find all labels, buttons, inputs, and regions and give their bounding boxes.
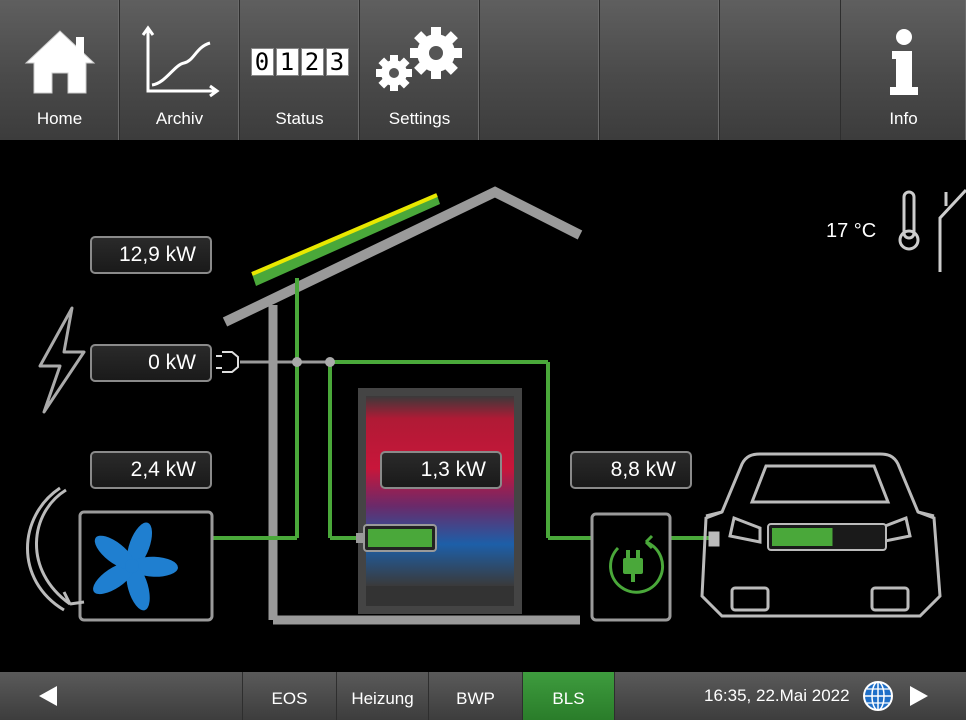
settings-button[interactable]: Settings <box>360 0 480 140</box>
tab-eos-label: EOS <box>271 689 308 708</box>
heat-pump-unit <box>78 510 214 622</box>
storage-battery-icon <box>356 524 437 552</box>
plug-icon <box>216 351 239 373</box>
counter-digit: 1 <box>275 48 299 76</box>
counter-digit: 0 <box>250 48 274 76</box>
energy-flow-diagram: 12,9 kW 0 kW 2,4 kW 1,3 kW 8,8 kW 17 °C <box>0 140 966 672</box>
car-battery-icon <box>767 523 887 551</box>
energy-flow-graphic <box>26 186 966 625</box>
wallbox-charger <box>590 512 672 622</box>
prev-page-button[interactable] <box>0 672 96 720</box>
energy-flow-lines <box>213 278 712 540</box>
tab-heizung[interactable]: Heizung <box>337 672 429 720</box>
status-label: Status <box>275 109 324 128</box>
junction-dot <box>325 357 335 367</box>
tab-bwp[interactable]: BWP <box>429 672 523 720</box>
counter-digit: 2 <box>300 48 324 76</box>
tab-bwp-label: BWP <box>456 689 495 708</box>
counter-icon: 0 1 2 3 <box>240 22 359 102</box>
settings-label: Settings <box>388 109 451 128</box>
counter-digit: 3 <box>325 48 349 76</box>
globe-icon <box>863 681 893 711</box>
outdoor-temperature: 17 °C <box>826 220 877 242</box>
ambient-heat-arrow-icon <box>35 488 85 606</box>
tab-bls[interactable]: BLS <box>523 672 615 720</box>
status-button[interactable]: 0 1 2 3 Status <box>240 0 360 140</box>
house-icon <box>0 22 119 102</box>
junction-dot <box>292 357 302 367</box>
home-button[interactable]: Home <box>0 0 120 140</box>
archiv-label: Archiv <box>155 109 204 128</box>
storage-power-display: 1,3 kW <box>380 451 502 489</box>
top-toolbar: Home Archiv 0 1 2 3 Status <box>0 0 966 140</box>
bottom-nav-bar: EOS Heizung BWP BLS 16:35, 22.Mai 2022 <box>0 672 966 720</box>
toolbar-empty-slot <box>480 0 600 140</box>
pv-power-display: 12,9 kW <box>90 236 212 274</box>
info-label: Info <box>889 109 918 128</box>
pv-panel-icon <box>251 193 440 286</box>
fan-icon <box>93 522 178 611</box>
archiv-button[interactable]: Archiv <box>120 0 240 140</box>
ev-plug-icon <box>609 534 664 594</box>
gears-icon <box>360 22 479 102</box>
info-button[interactable]: Info <box>840 0 966 140</box>
info-icon <box>841 22 966 102</box>
tab-bls-label: BLS <box>552 689 585 708</box>
graph-icon <box>120 22 239 102</box>
tab-heizung-label: Heizung <box>351 689 414 708</box>
language-button[interactable] <box>862 680 894 712</box>
grid-power-display: 0 kW <box>90 344 212 382</box>
outdoor-house-icon <box>938 188 966 272</box>
charger-power-display: 8,8 kW <box>570 451 692 489</box>
arrow-left-icon <box>39 686 57 706</box>
bottom-bar-spacer <box>96 672 243 720</box>
electric-car-icon <box>700 452 942 618</box>
lightning-icon <box>38 306 86 414</box>
house-roof <box>222 186 583 327</box>
heatpump-power-display: 2,4 kW <box>90 451 212 489</box>
datetime-display: 16:35, 22.Mai 2022 <box>704 686 850 705</box>
tab-eos[interactable]: EOS <box>243 672 337 720</box>
next-page-button[interactable] <box>904 672 934 720</box>
storage-tank <box>358 388 522 614</box>
toolbar-empty-slot <box>600 0 720 140</box>
arrow-right-icon <box>910 686 928 706</box>
home-label: Home <box>36 109 83 128</box>
thermometer-icon <box>898 190 920 251</box>
